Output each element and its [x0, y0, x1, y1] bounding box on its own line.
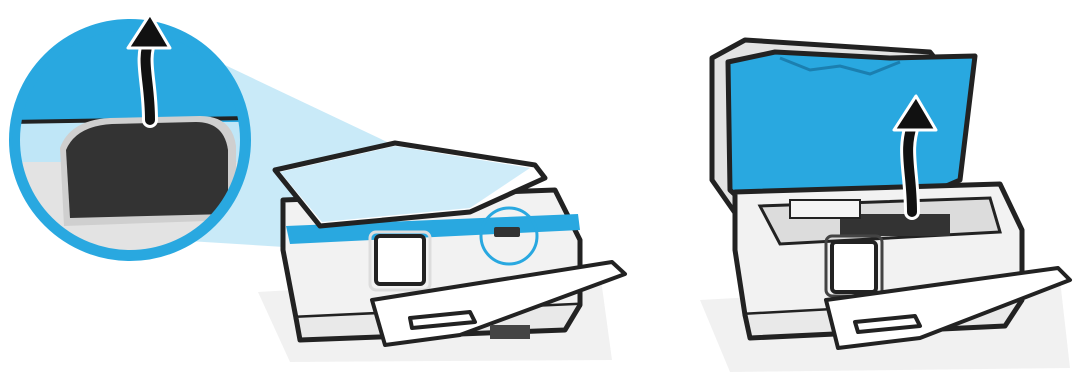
lid-handle-small [494, 227, 520, 237]
right-panel [700, 40, 1070, 372]
magnified-inset [10, 22, 250, 262]
paper-input-slot [790, 200, 860, 218]
lid-handle-magnified [66, 122, 228, 218]
control-panel-screen [376, 236, 424, 284]
left-panel [10, 14, 625, 362]
control-panel-screen-right [832, 242, 876, 292]
